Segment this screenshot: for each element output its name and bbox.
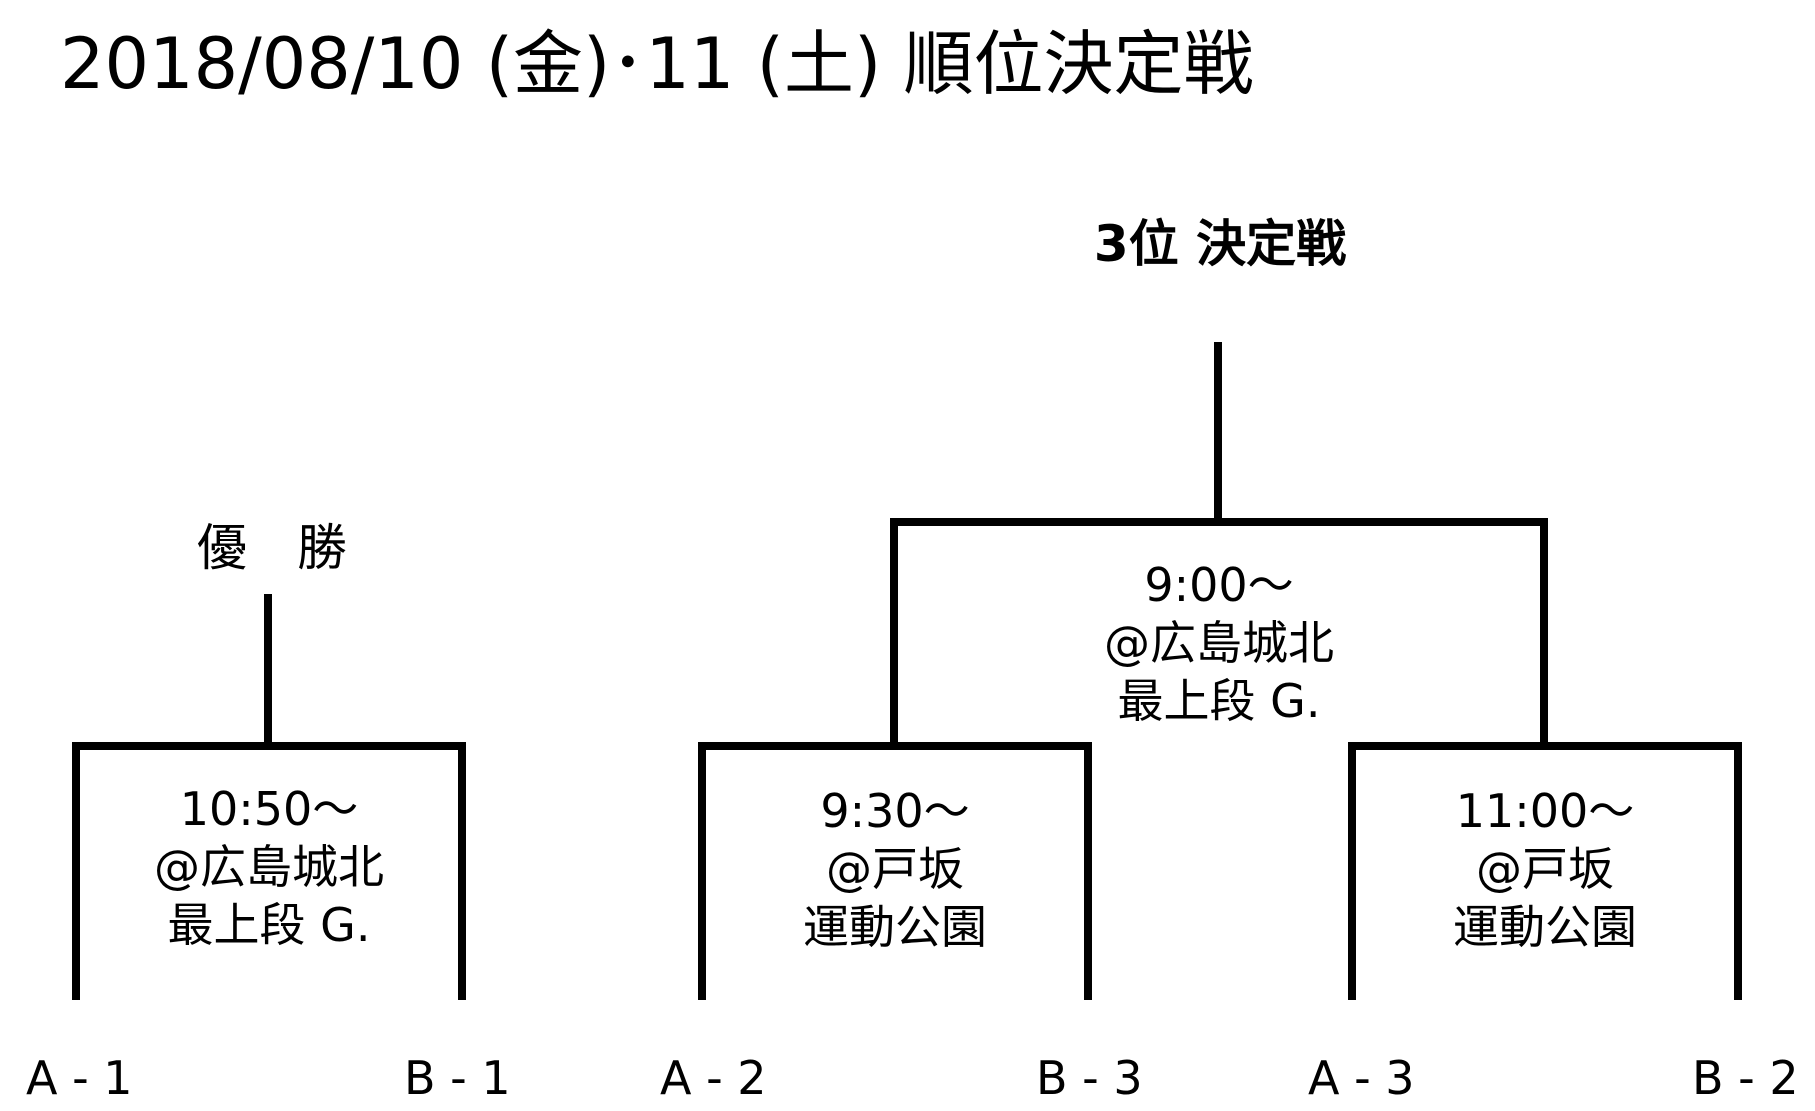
third-place-time: 9:00～ <box>1144 558 1294 612</box>
semi-right-match-info: 11:00～ @戸坂 運動公園 <box>1453 782 1637 956</box>
team-label-semi-right-left: A - 3 <box>1308 1051 1415 1105</box>
final-heading: 優 勝 <box>197 519 347 577</box>
team-label-semi-left-right: B - 3 <box>1036 1051 1143 1105</box>
third-place-field: 最上段 G. <box>1117 674 1321 728</box>
semi-right-venue: @戸坂 <box>1476 842 1614 896</box>
semi-left-venue: @戸坂 <box>826 842 964 896</box>
team-label-semi-right-right: B - 2 <box>1692 1051 1799 1105</box>
team-label-semi-left-left: A - 2 <box>660 1051 767 1105</box>
semi-left-match-info: 9:30～ @戸坂 運動公園 <box>803 782 987 956</box>
page-title: 2018/08/10 (金)･11 (土) 順位決定戦 <box>60 23 1254 105</box>
semi-left-field: 運動公園 <box>803 900 987 954</box>
third-place-venue: @広島城北 <box>1104 616 1334 670</box>
final-match-info: 10:50～ @広島城北 最上段 G. <box>154 780 384 954</box>
semi-right-time: 11:00～ <box>1455 784 1635 838</box>
final-field: 最上段 G. <box>167 898 371 952</box>
final-time: 10:50～ <box>179 782 359 836</box>
semi-left-time: 9:30～ <box>820 784 970 838</box>
third-place-match-info: 9:00～ @広島城北 最上段 G. <box>1104 556 1334 730</box>
team-label-final-right: B - 1 <box>404 1051 511 1105</box>
third-place-heading: 3位 決定戦 <box>1093 215 1347 273</box>
final-venue: @広島城北 <box>154 840 384 894</box>
team-label-final-left: A - 1 <box>26 1051 133 1105</box>
semi-right-field: 運動公園 <box>1453 900 1637 954</box>
